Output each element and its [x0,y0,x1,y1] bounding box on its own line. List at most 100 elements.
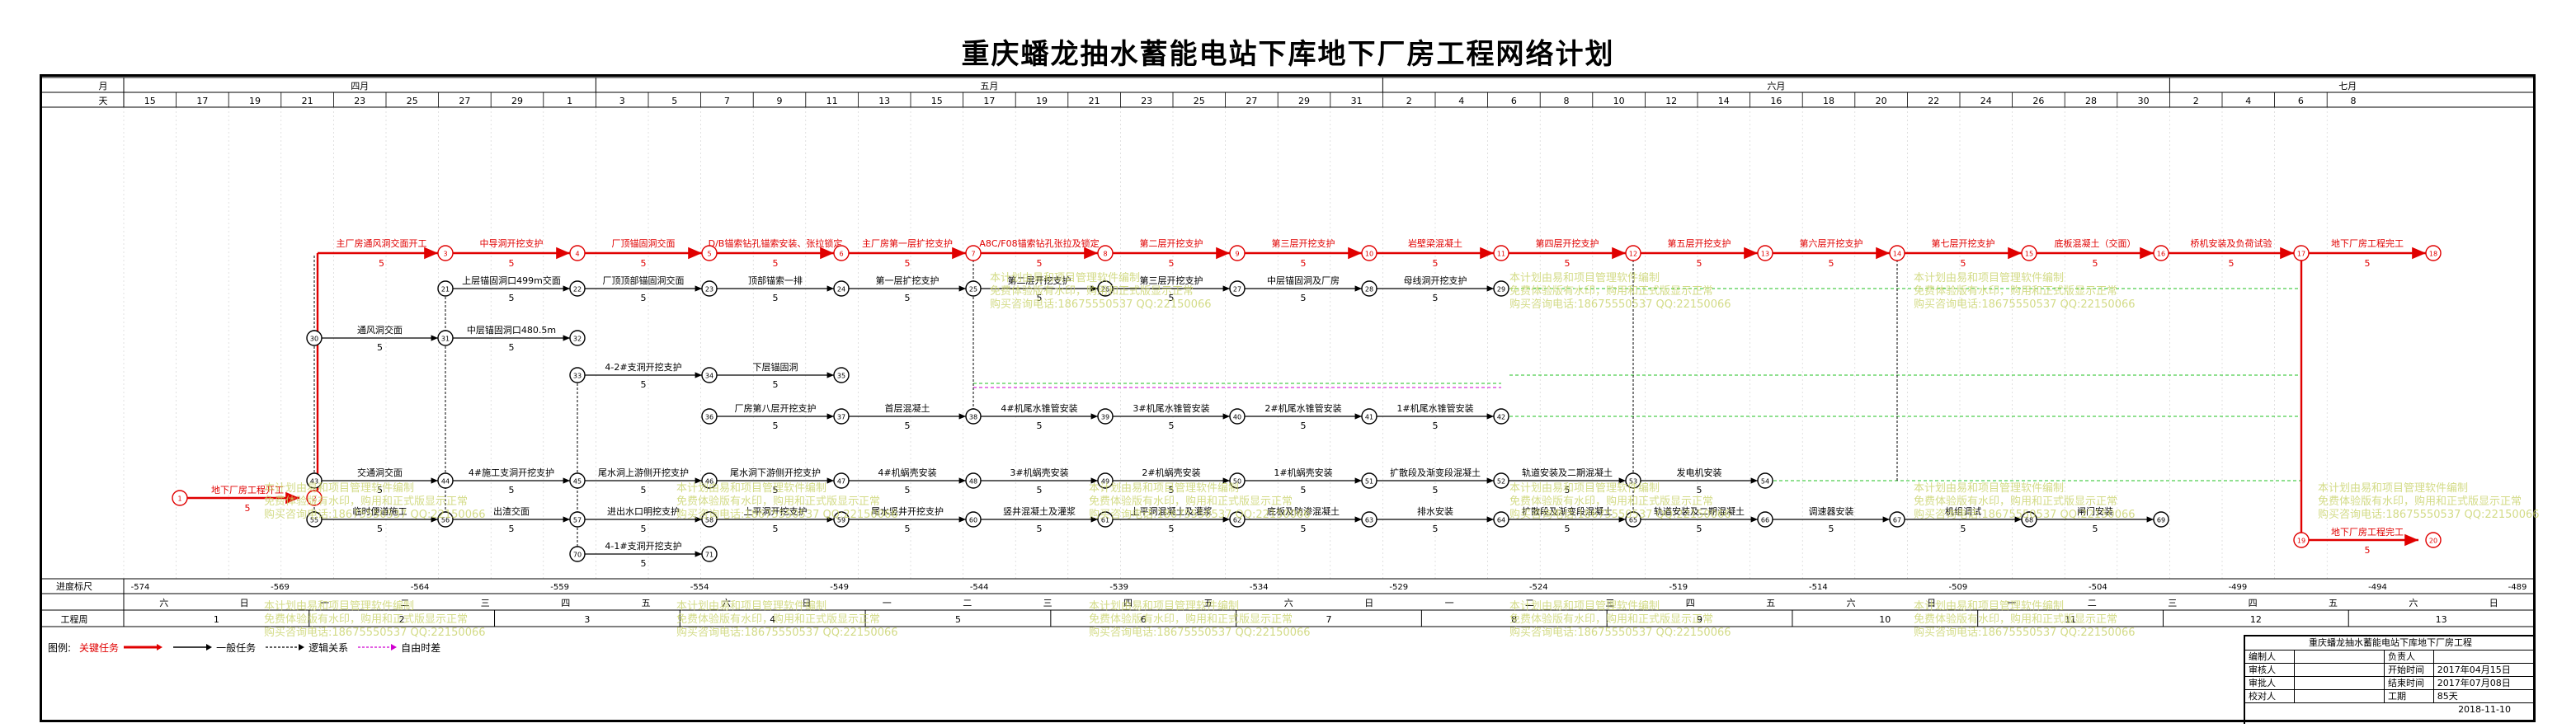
event-node-number: 19 [2297,538,2305,545]
event-node: 70 [569,546,586,562]
weekday-label: 三 [481,598,490,608]
event-node-number: 50 [1233,478,1241,486]
event-node: 4 [569,245,586,261]
critical-task-label: 第四层开挖支护 [1536,237,1599,249]
event-node: 43 [306,472,323,489]
task-label: 扩散段及渐变段混凝土 [1522,505,1613,517]
event-node: 14 [1889,245,1905,261]
event-node-circle [569,511,586,528]
day-label: 23 [1141,96,1152,106]
event-node-number: 51 [1365,478,1373,486]
weekday-label: 三 [1605,598,1614,608]
event-node-number: 55 [310,517,318,524]
day-label: 15 [931,96,943,106]
period-number: 9 [1697,614,1702,625]
event-node-circle [2293,245,2310,261]
event-node-number: 41 [1365,414,1373,421]
weekday-label: 六 [2409,598,2418,608]
event-node-number: 34 [705,373,713,380]
event-node: 30 [306,330,323,346]
event-node: 13 [1757,245,1773,261]
event-node-circle [306,472,323,489]
task-duration: 5 [1037,524,1043,534]
task-label: 首层混凝土 [885,402,930,414]
event-node-circle [1757,511,1773,528]
month-label: 五月 [980,81,998,92]
event-node-number: 56 [441,517,450,524]
progress-tick: -559 [550,583,569,592]
task-label: 中层锚固洞及厂房 [1267,275,1340,286]
tb-key: 负责人 [2385,651,2434,663]
legend-general-label: 一般任务 [216,641,257,654]
day-label: 27 [459,96,470,106]
task-label: 上平洞开挖支护 [744,505,808,517]
day-label: 29 [1298,96,1310,106]
event-node: 6 [833,245,850,261]
legend-logic-label: 逻辑关系 [308,641,349,654]
event-node: 36 [701,408,718,425]
weekday-label: 四 [1686,598,1695,608]
day-label: 29 [511,96,523,106]
task-duration: 5 [1565,524,1571,534]
task-label: 尾水洞上游侧开挖支护 [598,467,689,478]
critical-task-label: 厂顶锚固洞交面 [612,237,676,249]
tb-value [2295,651,2385,663]
day-label: 31 [1351,96,1363,106]
event-node-number: 42 [1497,414,1505,421]
event-node-circle [965,280,982,297]
task-label: 临时便道施工 [353,505,407,517]
event-node-number: 44 [441,478,450,486]
event-node-circle [1229,472,1246,489]
day-label: 2 [1406,96,1412,106]
weekday-label: 日 [1364,598,1373,608]
task-label: 4#机尾水锥管安装 [1001,402,1077,414]
critical-task-duration: 5 [379,258,384,269]
event-node-circle [701,546,718,562]
day-label: 16 [1770,96,1782,106]
event-node: 27 [1229,280,1246,297]
event-node: 66 [1757,511,1773,528]
task-duration: 5 [1169,485,1175,496]
event-node-number: 54 [1761,478,1769,486]
event-node-number: 12 [1629,251,1637,258]
progress-tick: -489 [2508,583,2527,592]
period-number: 2 [399,614,405,625]
weekday-label: 六 [1284,598,1293,608]
task-duration: 5 [1301,524,1307,534]
period-label: 工程周 [61,614,88,625]
event-node-circle [701,511,718,528]
event-node: 48 [965,472,982,489]
day-label: 8 [2351,96,2357,106]
day-label: 2 [2193,96,2199,106]
event-node-circle [2425,532,2442,548]
event-node-circle [833,408,850,425]
event-node-circle [437,472,454,489]
critical-path: 地下厂房工程开工5主厂房通风洞交面开工5中导洞开挖支护5厂顶锚固洞交面5D/B锚… [187,237,2426,556]
task-duration: 5 [1433,485,1439,496]
event-node-number: 69 [2157,517,2165,524]
period-number: 5 [955,614,961,625]
event-node: 16 [2153,245,2169,261]
day-label: 17 [983,96,995,106]
task-duration: 5 [773,524,779,534]
task-duration: 5 [377,524,383,534]
critical-task-label: 岩壁梁混凝土 [1408,237,1462,249]
task-duration: 5 [509,524,515,534]
day-label: 4 [1458,96,1464,106]
event-node-number: 9 [1235,251,1239,258]
progress-label: 进度标尺 [56,580,92,592]
day-label: 20 [1876,96,1887,106]
legend-critical: 关键任务 [79,641,163,655]
critical-task-label: 地下厂房工程完工 [2331,237,2404,249]
event-node-number: 59 [837,517,845,524]
tb-value [2295,677,2385,689]
task-label: 机组调试 [1945,505,1981,517]
tb-key: 开始时间 [2385,664,2434,676]
event-node: 58 [701,511,718,528]
event-node-circle [306,490,323,506]
diagram-frame [40,74,2536,722]
event-node-number: 46 [705,478,713,486]
day-label: 21 [302,96,313,106]
